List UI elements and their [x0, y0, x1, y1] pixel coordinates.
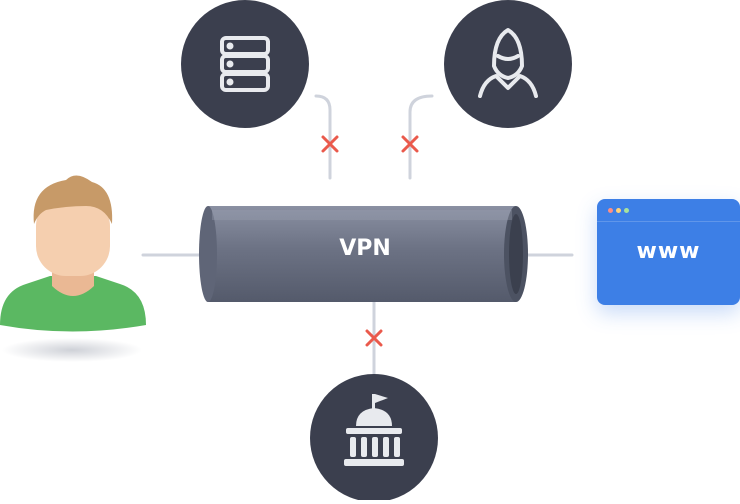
- vpn-tunnel: [199, 206, 528, 302]
- hacker-icon: [478, 28, 538, 98]
- database-node: [181, 0, 309, 128]
- browser-dot-icon: [616, 208, 621, 213]
- blocked-x-icon: [321, 135, 339, 153]
- website-label: www: [636, 239, 701, 264]
- user-icon: [0, 175, 146, 332]
- website-node: www: [597, 199, 740, 305]
- browser-dot-icon: [608, 208, 613, 213]
- blocked-x-icon: [401, 135, 419, 153]
- browser-title-bar: [597, 199, 740, 222]
- blocked-x-icon: [365, 329, 383, 347]
- vpn-tunnel-label: VPN: [339, 236, 391, 261]
- browser-dot-icon: [624, 208, 629, 213]
- database-icon: [220, 36, 270, 92]
- connector-database: [314, 94, 332, 180]
- government-node: [310, 374, 438, 502]
- user-figure: [0, 175, 146, 362]
- connector-hacker: [408, 94, 434, 180]
- hacker-node: [444, 0, 572, 128]
- government-icon: [344, 394, 404, 466]
